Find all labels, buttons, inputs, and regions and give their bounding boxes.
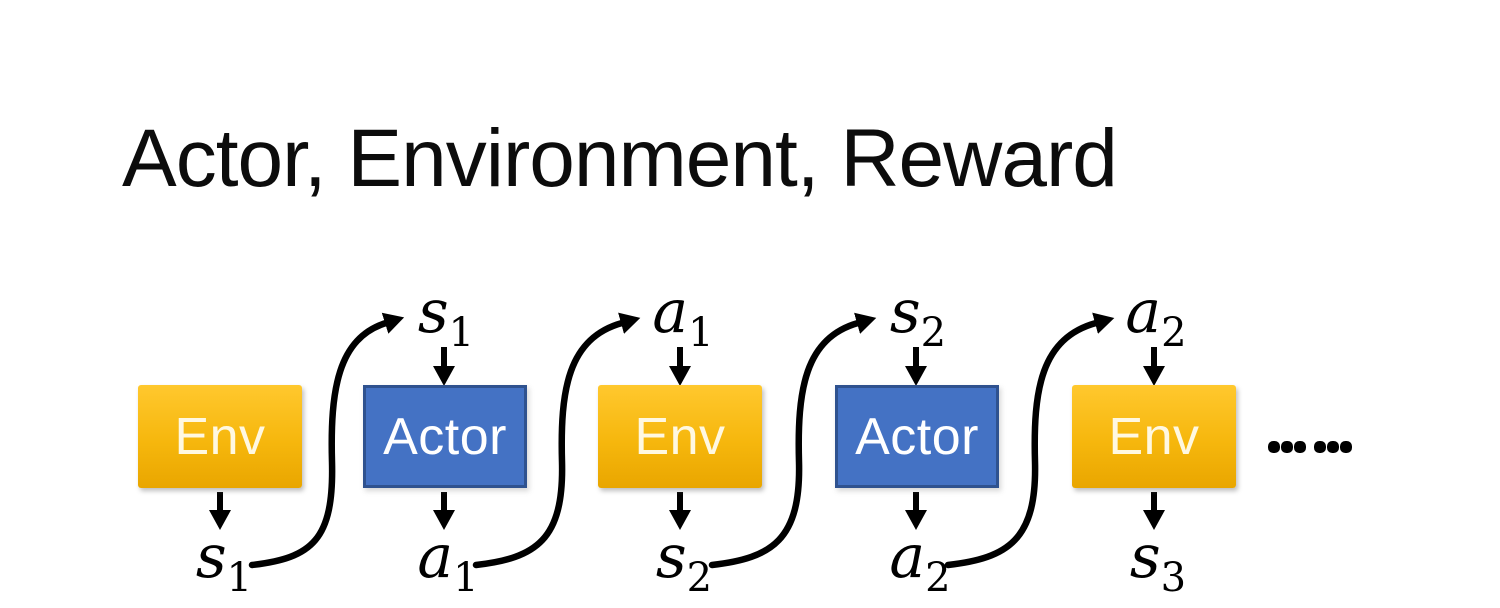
top-label-a2: a2 bbox=[1125, 282, 1186, 356]
dot bbox=[1281, 441, 1293, 453]
env-box-3: Env bbox=[1072, 385, 1236, 488]
actor-box-1: Actor bbox=[363, 385, 527, 488]
env-box-2-label: Env bbox=[634, 407, 726, 466]
curve-arrow-s1 bbox=[248, 312, 405, 569]
label-subscript: 2 bbox=[920, 310, 947, 356]
top-label-a1: a1 bbox=[652, 282, 713, 356]
dot bbox=[1327, 441, 1339, 453]
env-box-2: Env bbox=[598, 385, 762, 488]
label-base: a bbox=[417, 522, 454, 592]
curve-arrow-a2 bbox=[944, 312, 1115, 569]
curve-arrow-a1 bbox=[472, 312, 641, 569]
dot bbox=[1340, 441, 1352, 453]
bottom-label-a2: a2 bbox=[889, 527, 950, 601]
bottom-label-s2: s2 bbox=[656, 527, 712, 601]
actor-box-2: Actor bbox=[835, 385, 999, 488]
label-base: s bbox=[655, 522, 687, 592]
label-subscript: 3 bbox=[1160, 555, 1187, 601]
label-subscript: 2 bbox=[1161, 310, 1187, 356]
label-base: a bbox=[1125, 277, 1162, 347]
actor-box-2-label: Actor bbox=[855, 407, 979, 466]
dot bbox=[1294, 441, 1306, 453]
env-box-3-label: Env bbox=[1108, 407, 1200, 466]
top-label-s2: s2 bbox=[890, 282, 946, 356]
label-base: a bbox=[652, 277, 689, 347]
label-subscript: 1 bbox=[688, 310, 714, 356]
bottom-label-a1: a1 bbox=[417, 527, 478, 601]
label-subscript: 2 bbox=[686, 555, 713, 601]
actor-box-1-label: Actor bbox=[383, 407, 507, 466]
label-base: s bbox=[195, 522, 227, 592]
env-box-1: Env bbox=[138, 385, 302, 488]
continuation-ellipsis bbox=[1268, 441, 1354, 453]
label-subscript: 2 bbox=[925, 555, 951, 601]
label-base: s bbox=[889, 277, 921, 347]
dot bbox=[1314, 441, 1326, 453]
label-base: a bbox=[889, 522, 926, 592]
top-label-s1: s1 bbox=[418, 282, 474, 356]
curve-arrow-s2 bbox=[708, 312, 877, 569]
env-box-1-label: Env bbox=[174, 407, 266, 466]
dot bbox=[1268, 441, 1280, 453]
label-subscript: 1 bbox=[226, 555, 253, 601]
slide-title: Actor, Environment, Reward bbox=[122, 113, 1118, 204]
bottom-label-s1: s1 bbox=[196, 527, 252, 601]
label-base: s bbox=[417, 277, 449, 347]
label-subscript: 1 bbox=[448, 310, 475, 356]
label-base: s bbox=[1129, 522, 1161, 592]
label-subscript: 1 bbox=[453, 555, 479, 601]
bottom-label-s3: s3 bbox=[1130, 527, 1186, 601]
